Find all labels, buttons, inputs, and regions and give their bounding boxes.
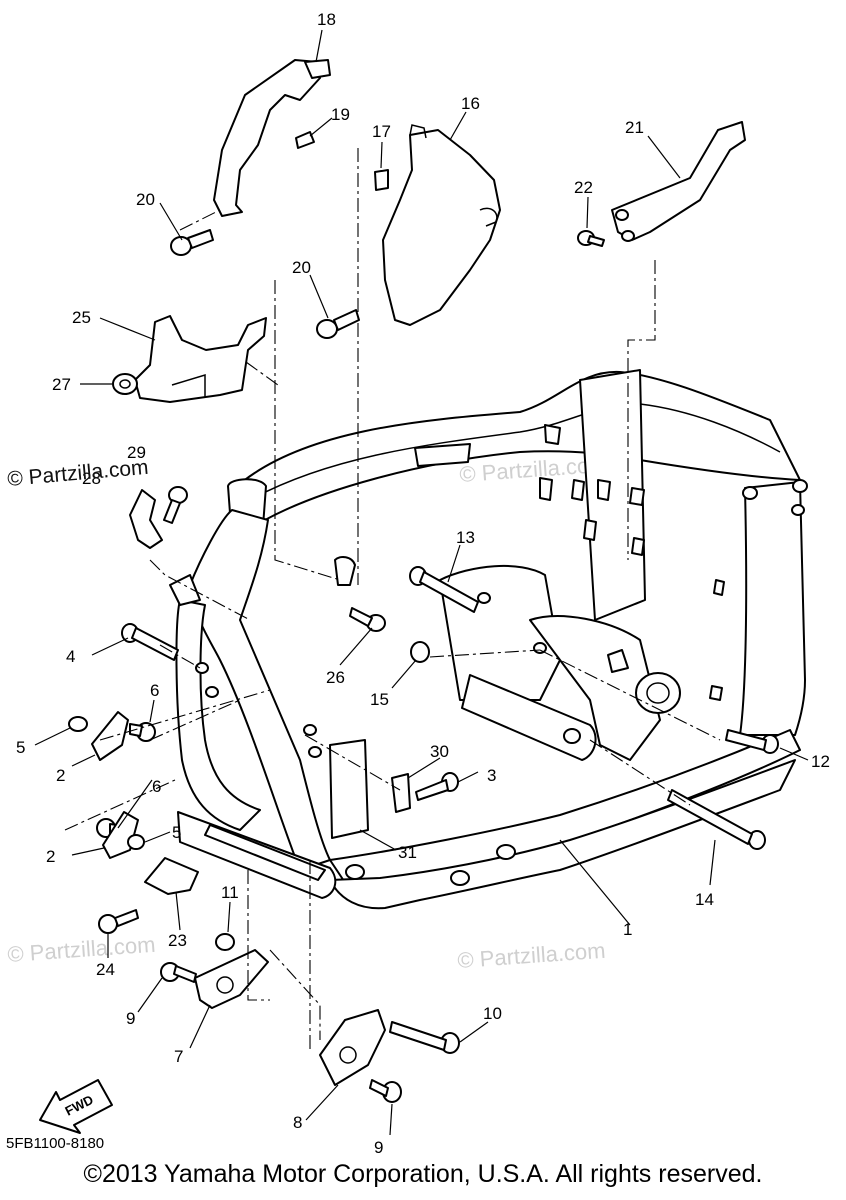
callout-31: 31 [398,843,417,862]
callout-2-lower: 2 [46,847,55,866]
callout-1: 1 [623,920,632,939]
callout-11: 11 [221,883,239,902]
callout-9-upper: 9 [126,1009,135,1028]
callout-30: 30 [430,742,449,761]
part-13-bolt [409,566,479,613]
part-23-bracket [144,857,199,895]
part-18-connector [304,59,331,79]
callout-5-lower: 5 [172,823,181,842]
part-5-washer-lower [127,834,145,850]
part-26-bolt [349,607,386,632]
part-25-bracket [134,315,267,403]
part-9-bolt-lower [369,1079,402,1103]
callout-14: 14 [695,890,714,909]
part-24-bolt [98,909,139,934]
callout-12: 12 [811,752,830,771]
callout-29: 29 [127,443,146,462]
part-17-label [374,169,389,191]
callout-18: 18 [317,10,336,29]
part-20-bolt-upper [170,229,214,256]
callout-22: 22 [574,178,593,197]
callout-23: 23 [168,931,187,950]
part-15-washer [410,641,430,663]
callout-20-upper: 20 [136,190,155,209]
part-21-stay [611,121,746,241]
part-20-bolt-lower [316,309,360,339]
callout-25: 25 [72,308,91,327]
callout-8: 8 [293,1113,302,1132]
part-7-plate [194,949,269,1009]
callout-9-lower: 9 [374,1138,383,1157]
callout-15: 15 [370,690,389,709]
callout-7: 7 [174,1047,183,1066]
callout-17: 17 [372,122,391,141]
part-4-bolt [121,623,179,661]
part-30-bracket [391,773,411,813]
callout-21: 21 [625,118,644,137]
callout-13: 13 [456,528,475,547]
watermark-faint-right: © Partzilla.com [457,938,607,973]
callout-20-lower: 20 [292,258,311,277]
callout-4: 4 [66,647,75,666]
part-9-bolt-upper [160,962,197,983]
callout-2-upper: 2 [56,766,65,785]
part-2-plate-upper [91,711,129,761]
fwd-arrow-icon: FWD [39,1079,113,1134]
main-frame [169,369,808,910]
callout-3: 3 [487,766,496,785]
part-10-bolt [389,1021,460,1054]
copyright-notice: ©2013 Yamaha Motor Corporation, U.S.A. A… [83,1160,763,1188]
callout-6-lower: 6 [152,777,161,796]
leader-lines [34,29,809,1136]
part-29-bolt [163,486,188,524]
callout-10: 10 [483,1004,502,1023]
part-16-side-cover [382,129,501,326]
callout-5-upper: 5 [16,738,25,757]
part-12-bolt [725,729,779,754]
diagram-code: 5FB1100-8180 [6,1135,104,1152]
part-11-washer [215,933,235,951]
part-19-label [295,131,315,149]
part-6-nut-upper [129,722,156,742]
part-27-grommet [112,373,138,395]
part-22-bolt [577,230,605,247]
watermark-faint-left: © Partzilla.com [7,932,157,967]
part-14-bolt [667,789,766,850]
part-28-bracket [129,489,163,549]
callout-19: 19 [331,105,350,124]
callout-27: 27 [52,375,71,394]
part-3-bolt [415,772,459,801]
callout-28: 28 [82,469,101,488]
callout-6-upper: 6 [150,681,159,700]
callout-16: 16 [461,94,480,113]
watermark-partzilla: © Partzilla.com [6,456,149,491]
callout-26: 26 [326,668,345,687]
callout-24: 24 [96,960,115,979]
part-5-washer-upper [68,716,88,732]
